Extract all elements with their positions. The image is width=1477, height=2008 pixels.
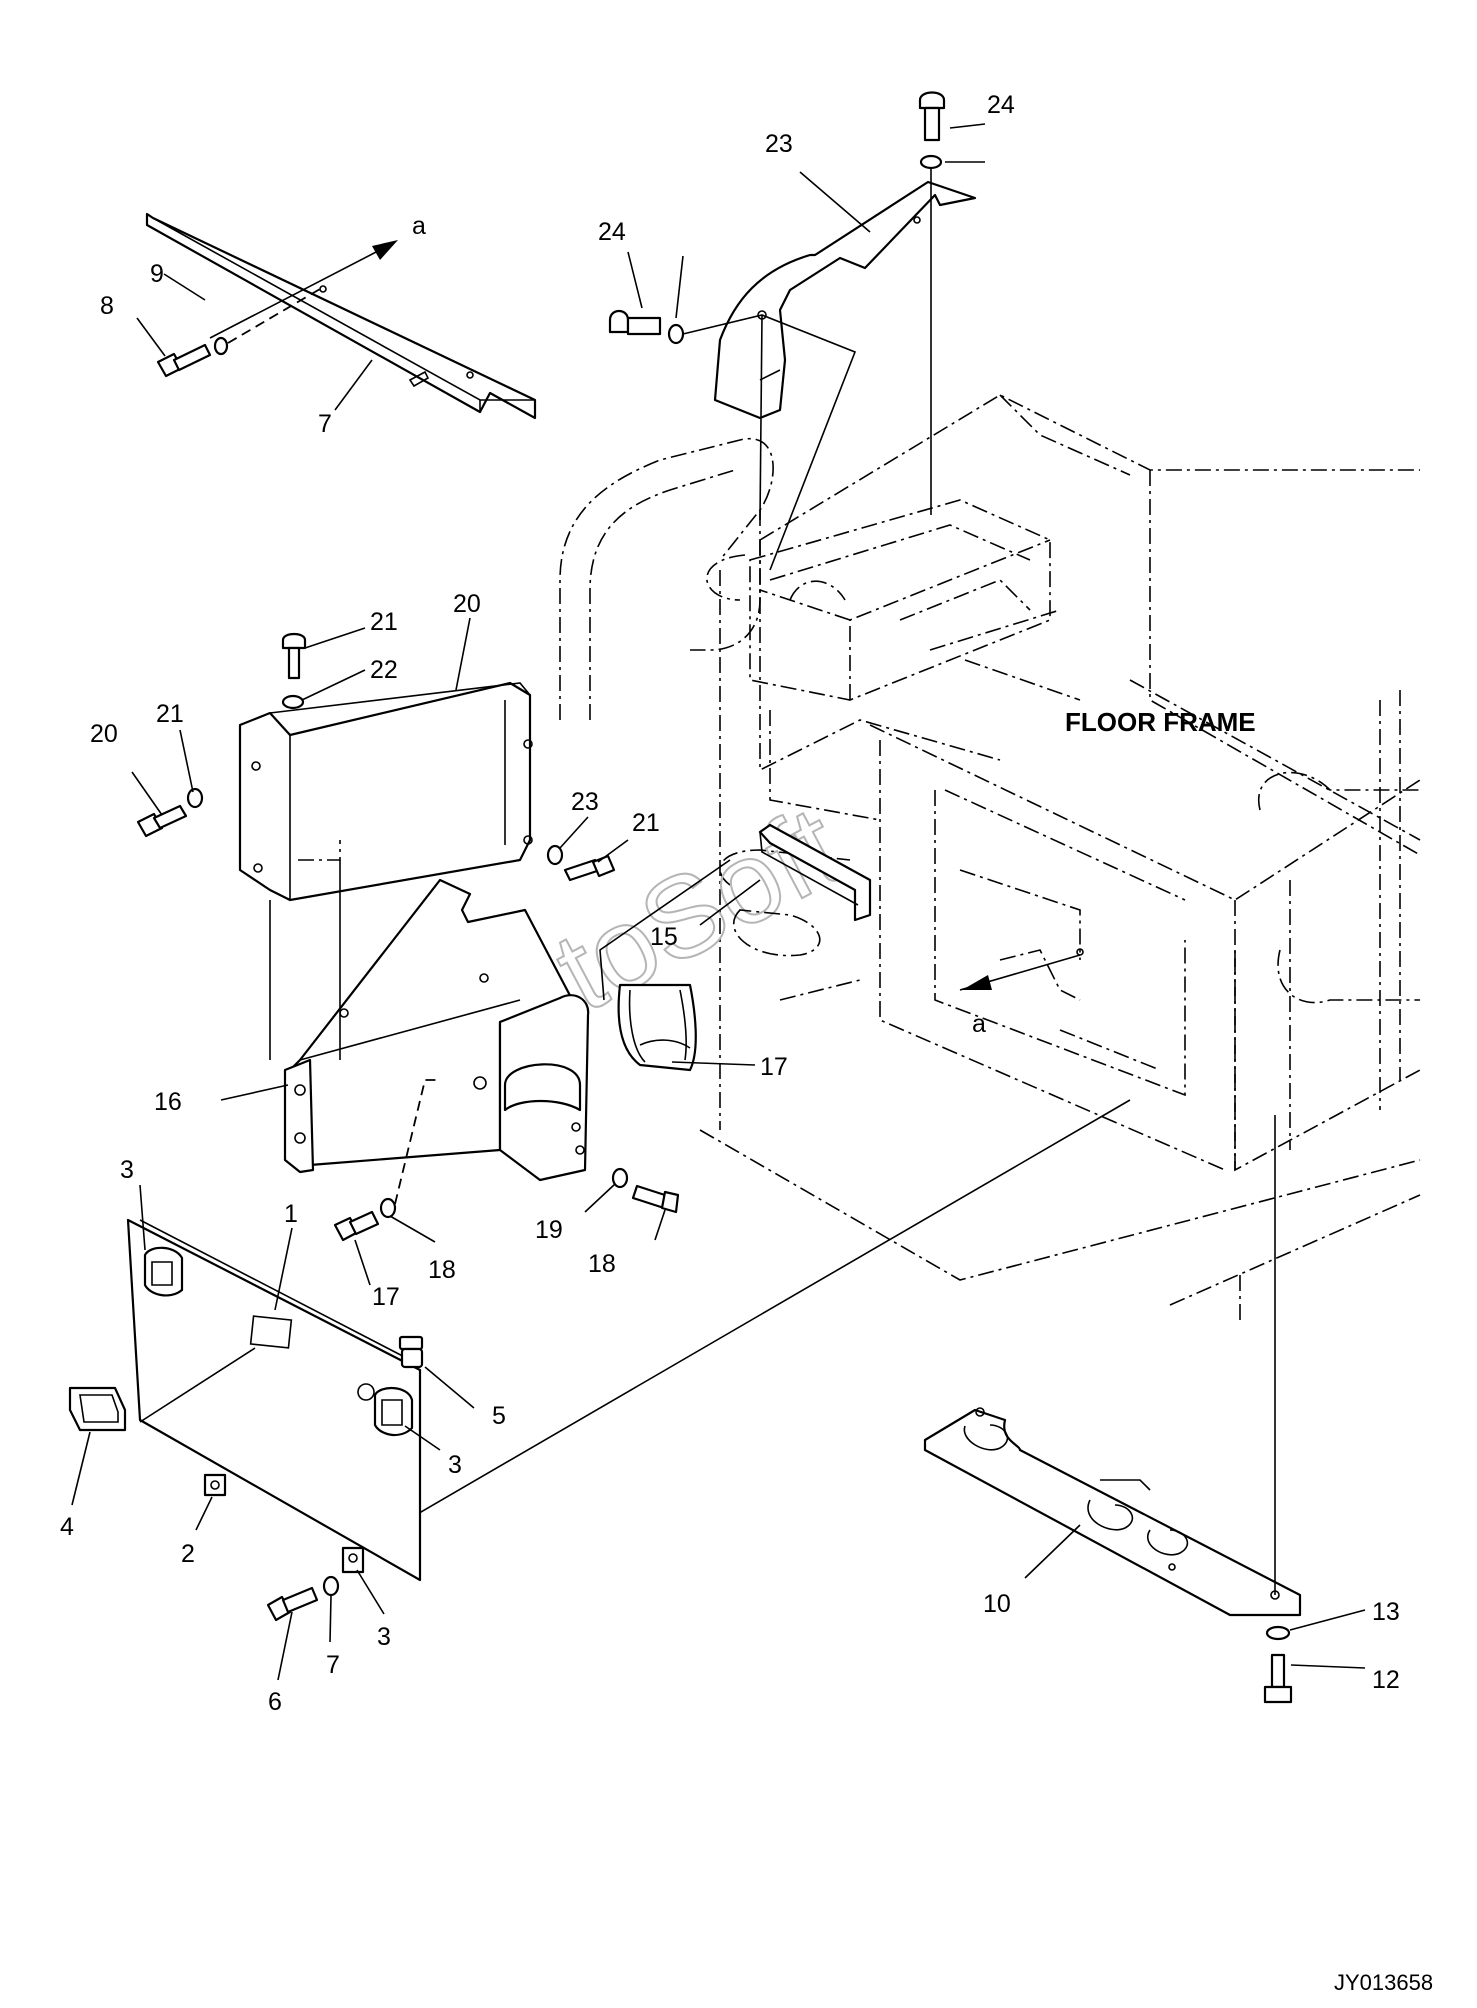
callout-2: 2 [181,1540,195,1568]
callout-23-upper: 24 [987,91,1015,119]
callout-3-right: 3 [448,1451,462,1479]
callout-6: 6 [268,1688,282,1716]
hook-bracket [999,949,1081,1001]
part-18-washer-left [379,1197,397,1219]
part-4-handle [68,1386,127,1432]
part-18-leader-left [394,1079,440,1205]
callout-18-right: 19 [535,1216,563,1244]
callout-20-right: 21 [632,809,660,837]
callout-16: 17 [760,1053,788,1081]
callout-22: 23 [765,130,793,158]
part-16-clip [617,983,697,1072]
part-24-washer-upper [919,154,943,170]
callout-21-right: 23 [571,788,599,816]
callout-3-top: 3 [120,1156,134,1184]
part-17-bolt-right [631,1184,680,1214]
direction-arrow-a-right [959,948,1084,991]
part-20-bolt-top [281,632,307,680]
part-21-washer-right [546,844,564,866]
part-24-washer-mid [667,323,685,345]
part-20-bolt-left [136,804,188,838]
part-12-bolt [1263,1653,1293,1704]
part-3-tab-lower [341,1546,365,1574]
floor-frame-label: FLOOR FRAME [1065,707,1256,737]
callout-5: 5 [492,1402,506,1430]
callout-17-right: 18 [588,1250,616,1278]
callout-23-mid: 24 [598,218,626,246]
callout-8: 7 [318,410,332,438]
callout-15: 16 [154,1088,182,1116]
leader-cover-to-frame [389,1099,1131,1531]
direction-marker-a-top: a [412,212,426,240]
floor-frame [559,394,1421,1320]
part-7-washer [322,1575,340,1597]
part-19-cover [238,681,533,902]
callouts: 24 23 24 9 8 7 20 21 22 21 20 23 21 15 1… [60,91,1400,1716]
callout-21-top: 22 [370,656,398,684]
callout-20-top: 21 [370,608,398,636]
part-3-latch-top [143,1246,184,1297]
part-14-handle [733,823,872,957]
part-9-bolt [156,343,212,378]
direction-arrow-a-top [209,240,398,339]
callout-17-left: 17 [372,1283,400,1311]
part-10-leader [227,288,321,344]
part-17-bolt-left [333,1210,380,1242]
callout-21-left: 21 [156,700,184,728]
part-23-bolt-upper [918,91,946,142]
callout-7: 7 [326,1651,340,1679]
part-15-flange [283,1058,315,1174]
part-21-washer-top [281,694,305,710]
part-21-washer-left [186,787,204,809]
callout-13: 13 [1372,1598,1400,1626]
part-13-washer [1265,1625,1291,1641]
part-5-knob [398,1335,424,1369]
part-18-washer-right [611,1167,629,1189]
part-2-tab [203,1473,227,1497]
callout-10: 9 [150,260,164,288]
part-11-plate [923,1407,1302,1617]
callout-19: 20 [453,590,481,618]
part-1-door [126,1218,422,1582]
callout-14: 15 [650,923,678,951]
callout-3-lower: 3 [377,1623,391,1651]
part-15-shell [473,994,590,1182]
callout-18-left: 18 [428,1256,456,1284]
part-24-leader [682,314,857,571]
part-22-bracket [713,180,977,420]
callout-11: 10 [983,1590,1011,1618]
drawing-code: JY013658 [1334,1970,1433,1995]
part-20-bolt-right [563,854,616,882]
part-8-bracket [145,212,537,420]
callout-12: 12 [1372,1666,1400,1694]
callout-9: 8 [100,292,114,320]
part-10-washer [213,336,229,356]
callout-4: 4 [60,1513,74,1541]
callout-20-left: 20 [90,720,118,748]
direction-marker-a-right: a [972,1010,986,1038]
part-6-bolt [266,1586,319,1622]
part-23-bolt-mid [608,309,662,336]
part-3-latch-right [357,1383,414,1437]
callout-1: 1 [284,1200,298,1228]
callout-leaders [71,123,1366,1681]
